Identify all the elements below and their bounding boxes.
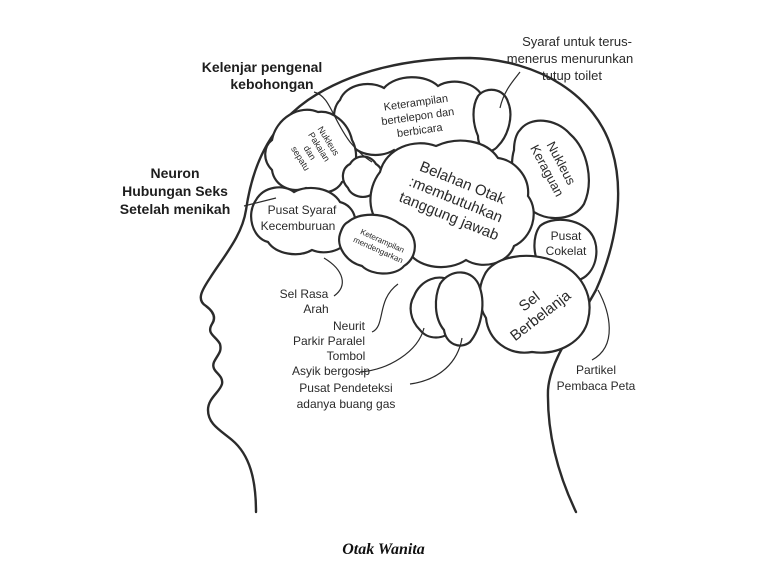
label-toilet-2: menerus menurunkan xyxy=(507,51,633,66)
pointer-kelenjar xyxy=(313,91,373,163)
label-toilet-1: Syaraf untuk terus- xyxy=(522,34,632,49)
label-kelenjar-2: kebohongan xyxy=(230,76,313,92)
pointer-partikel xyxy=(591,289,610,361)
lobe-mendengarkan xyxy=(338,213,416,275)
head-outline xyxy=(199,56,620,514)
label-neurit-1: Neurit xyxy=(333,319,366,333)
label-partikel-2: Pembaca Peta xyxy=(557,379,636,393)
lobe-cemburu-text-2: Kecemburuan xyxy=(261,219,336,233)
lobe-nukleus-pakaian xyxy=(264,108,358,194)
lobe-belanja xyxy=(478,254,591,354)
pointer-neurit xyxy=(371,283,399,333)
lobe-small-bottom-2 xyxy=(434,271,484,347)
pointer-neuron xyxy=(243,197,277,207)
label-sel-rasa-2: Arah xyxy=(303,302,328,316)
pointer-asyik xyxy=(359,327,425,373)
lobe-cokelat-text-2: Cokelat xyxy=(546,244,587,258)
label-asyik: Asyik bergosip xyxy=(292,364,370,378)
lobe-label-cemburu: Pusat Syaraf Kecemburuan xyxy=(261,203,337,233)
label-pendeteksi-1: Pusat Pendeteksi xyxy=(299,381,392,395)
label-neurit-2: Parkir Paralel xyxy=(293,334,365,348)
lobe-cemburu-text-1: Pusat Syaraf xyxy=(268,203,337,217)
pointer-toilet xyxy=(499,71,521,109)
pointer-pendeteksi xyxy=(409,337,463,385)
label-neuron-2: Hubungan Seks xyxy=(122,183,228,199)
label-kelenjar-1: Kelenjar pengenal xyxy=(202,59,323,75)
lobe-cokelat-text-1: Pusat xyxy=(551,229,582,243)
lobe-label-cokelat: Pusat Cokelat xyxy=(546,229,587,258)
label-partikel-1: Partikel xyxy=(576,363,616,377)
label-tombol: Tombol xyxy=(327,349,366,363)
lobe-nukleus-keraguan xyxy=(510,119,590,220)
label-neuron-3: Setelah menikah xyxy=(120,201,231,217)
label-sel-rasa-1: Sel Rasa xyxy=(280,287,329,301)
label-pendeteksi-2: adanya buang gas xyxy=(297,397,396,411)
label-toilet-3: tutup toilet xyxy=(542,68,602,83)
pointer-sel-rasa xyxy=(323,257,343,297)
label-neuron-1: Neuron xyxy=(151,165,200,181)
figure-caption: Otak Wanita xyxy=(342,541,425,558)
